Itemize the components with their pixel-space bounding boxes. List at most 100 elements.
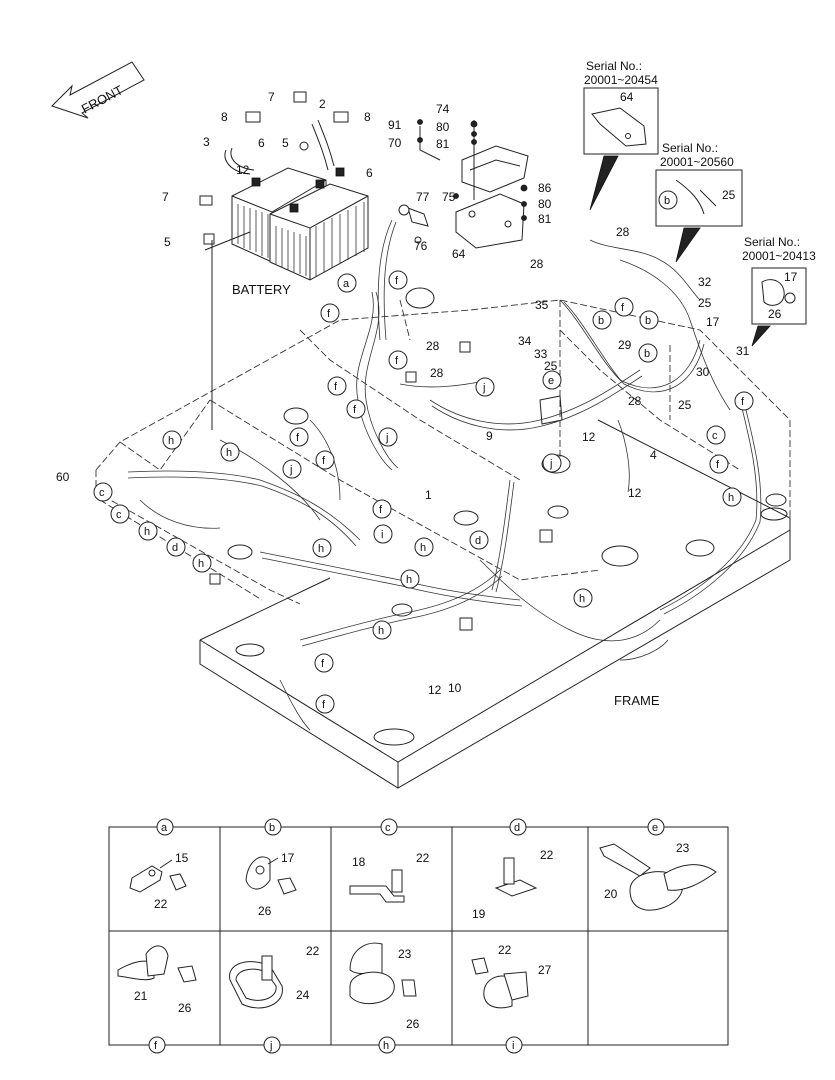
- svg-text:h: h: [406, 574, 412, 586]
- front-label: FRONT: [79, 82, 126, 116]
- svg-text:h: h: [168, 435, 174, 447]
- part-80b: 80: [538, 197, 552, 211]
- callout-j4: j: [542, 453, 562, 473]
- part-33: 33: [534, 347, 548, 361]
- svg-text:h: h: [420, 542, 426, 554]
- callout-f13: f: [315, 694, 335, 714]
- svg-text:f: f: [322, 699, 326, 711]
- svg-text:f: f: [327, 308, 331, 320]
- part-28c: 28: [426, 339, 440, 353]
- detail-tab-b: b: [264, 818, 282, 836]
- svg-text:c: c: [385, 822, 391, 834]
- callout-j2: j: [378, 427, 398, 447]
- svg-text:21: 21: [134, 989, 148, 1003]
- battery-label: BATTERY: [232, 282, 291, 297]
- part-28b: 28: [530, 257, 544, 271]
- svg-text:h: h: [226, 447, 232, 459]
- detail-tab-f: f: [148, 1036, 166, 1054]
- serial-detail-1: Serial No.: 20001~20454: [583, 59, 659, 211]
- svg-text:i: i: [381, 529, 383, 541]
- detail-tabs-bottom: f j h i: [148, 1036, 523, 1054]
- svg-text:f: f: [395, 275, 399, 287]
- part-34: 34: [518, 334, 532, 348]
- part-12b: 12: [582, 430, 596, 444]
- part-6a: 6: [258, 136, 265, 150]
- callout-h7: h: [400, 569, 420, 589]
- callout-f5: f: [346, 399, 366, 419]
- serial-3-range: 20001~20413: [742, 249, 816, 263]
- svg-text:15: 15: [175, 851, 189, 865]
- serial-detail-2: Serial No.: 20001~20560: [655, 141, 743, 263]
- part-26a: 26: [768, 307, 782, 321]
- svg-text:f: f: [296, 432, 300, 444]
- svg-text:20: 20: [604, 887, 618, 901]
- svg-text:h: h: [579, 593, 585, 605]
- part-75: 75: [442, 190, 456, 204]
- serial-1-range: 20001~20454: [584, 73, 658, 87]
- part-10: 10: [448, 681, 462, 695]
- svg-text:27: 27: [538, 963, 552, 977]
- part-81a: 81: [436, 137, 450, 151]
- svg-text:b: b: [664, 195, 670, 207]
- svg-text:f: f: [621, 302, 625, 314]
- svg-text:h: h: [728, 492, 734, 504]
- serial-2-title: Serial No.:: [662, 141, 718, 155]
- detail-tab-d: d: [509, 818, 527, 836]
- svg-text:f: f: [379, 504, 383, 516]
- part-25a: 25: [722, 188, 736, 202]
- svg-text:h: h: [383, 1040, 389, 1052]
- part-12c: 12: [628, 486, 642, 500]
- svg-text:f: f: [321, 658, 325, 670]
- part-77: 77: [416, 190, 430, 204]
- callout-h1: h: [162, 430, 182, 450]
- part-6b: 6: [366, 166, 373, 180]
- part-5b: 5: [164, 235, 171, 249]
- callout-h5: h: [312, 538, 332, 558]
- detail-b-parts: 17 26: [245, 851, 297, 918]
- callout-f7: f: [315, 450, 335, 470]
- svg-text:b: b: [644, 348, 650, 360]
- svg-text:j: j: [385, 432, 388, 444]
- part-70: 70: [388, 136, 402, 150]
- svg-text:26: 26: [406, 1017, 420, 1031]
- svg-text:e: e: [652, 822, 658, 834]
- detail-h-parts: 23 26: [349, 942, 420, 1031]
- part-9: 9: [486, 429, 493, 443]
- callout-b4: b: [658, 190, 678, 210]
- callout-f2: f: [320, 303, 340, 323]
- part-numbers: 7 2 8 8 3 5 6 12 6 7 5 74 91 80 70 81 77…: [56, 90, 798, 708]
- callout-d1: d: [166, 537, 186, 557]
- detail-table: a b c d e f j h i 15 22 17 26: [108, 818, 729, 1054]
- part-64a: 64: [452, 247, 466, 261]
- part-35: 35: [535, 298, 549, 312]
- serial-detail-3: Serial No.: 20001~20413: [742, 235, 816, 347]
- part-17b: 17: [706, 315, 720, 329]
- part-12a: 12: [236, 163, 250, 177]
- part-8b: 8: [364, 110, 371, 124]
- part-25c: 25: [544, 359, 558, 373]
- svg-text:26: 26: [178, 1001, 192, 1015]
- detail-i-parts: 22 27: [471, 943, 552, 1009]
- svg-text:e: e: [548, 375, 554, 387]
- svg-text:a: a: [161, 822, 168, 834]
- callout-f12: f: [314, 653, 334, 673]
- svg-text:f: f: [716, 459, 720, 471]
- svg-text:d: d: [172, 542, 178, 554]
- svg-text:c: c: [712, 430, 718, 442]
- callout-f3: f: [388, 350, 408, 370]
- detail-tab-h: h: [378, 1036, 396, 1054]
- part-1: 1: [425, 488, 432, 502]
- svg-text:22: 22: [540, 848, 554, 862]
- callouts: a f f f f f f f f f f f f f b b b b e j …: [93, 190, 754, 714]
- callout-f6: f: [289, 427, 309, 447]
- svg-text:i: i: [512, 1040, 514, 1052]
- svg-text:23: 23: [398, 947, 412, 961]
- svg-text:b: b: [645, 315, 651, 327]
- callout-b1: b: [592, 310, 612, 330]
- frame-outline: [95, 287, 791, 789]
- callout-h10: h: [722, 487, 742, 507]
- callout-j3: j: [282, 459, 302, 479]
- callout-f9: f: [614, 297, 634, 317]
- callout-i: i: [373, 524, 393, 544]
- part-29: 29: [618, 338, 632, 352]
